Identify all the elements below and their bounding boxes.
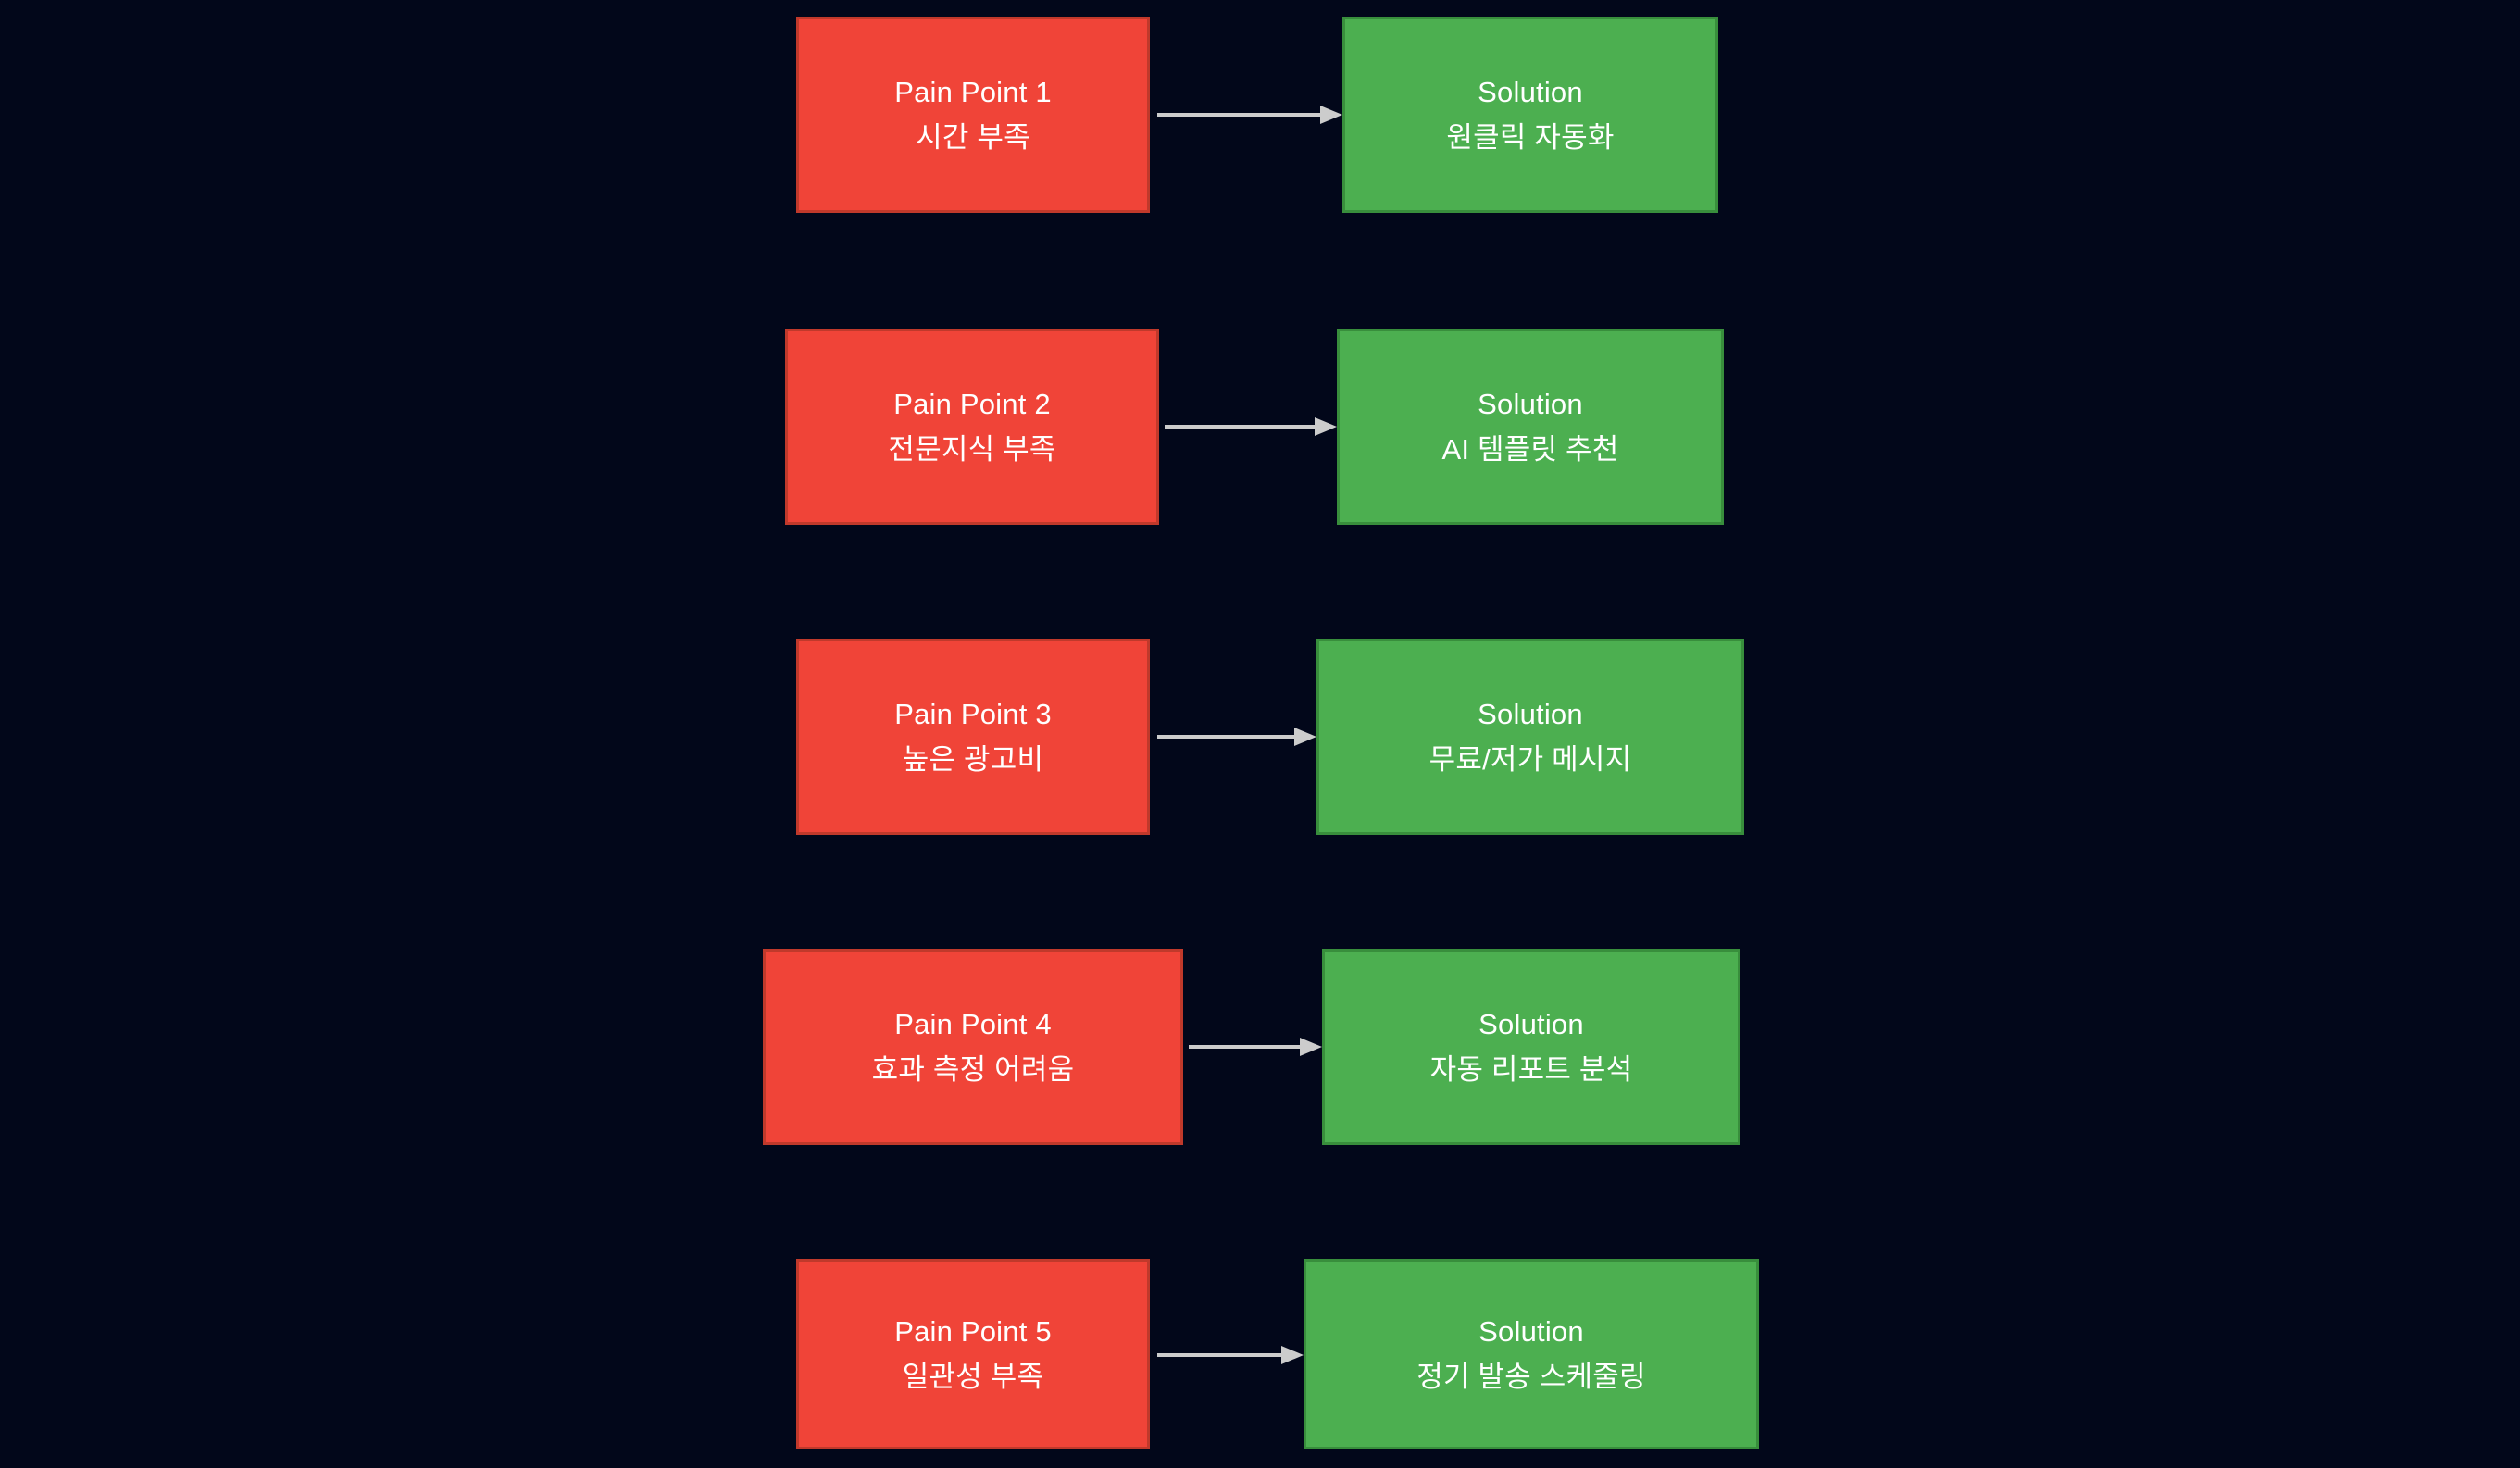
node-subtitle: 일관성 부족 <box>902 1360 1044 1393</box>
pain-point-node[interactable]: Pain Point 3 높은 광고비 <box>796 639 1150 835</box>
arrow-right-icon <box>1157 106 1342 124</box>
node-subtitle: 높은 광고비 <box>902 742 1044 776</box>
connector-arrow <box>1157 102 1342 128</box>
node-subtitle: 전문지식 부족 <box>888 432 1056 466</box>
solution-node[interactable]: Solution 자동 리포트 분석 <box>1322 949 1740 1145</box>
solution-node[interactable]: Solution AI 템플릿 추천 <box>1337 329 1724 525</box>
node-subtitle: 효과 측정 어려움 <box>871 1052 1075 1086</box>
arrow-right-icon <box>1165 417 1337 436</box>
node-subtitle: 무료/저가 메시지 <box>1428 742 1632 776</box>
solution-node[interactable]: Solution 정기 발송 스케줄링 <box>1304 1259 1759 1449</box>
node-title: Pain Point 3 <box>894 697 1052 730</box>
node-subtitle: AI 템플릿 추천 <box>1441 432 1619 466</box>
node-title: Pain Point 4 <box>894 1007 1052 1040</box>
arrow-right-icon <box>1157 728 1316 746</box>
node-title: Solution <box>1478 1314 1584 1348</box>
connector-arrow <box>1157 724 1316 750</box>
pain-point-node[interactable]: Pain Point 2 전문지식 부족 <box>785 329 1159 525</box>
connector-arrow <box>1165 414 1337 440</box>
node-title: Solution <box>1478 1007 1584 1040</box>
connector-arrow <box>1157 1342 1304 1368</box>
node-subtitle: 시간 부족 <box>916 120 1030 154</box>
node-subtitle: 원클릭 자동화 <box>1446 120 1615 154</box>
node-title: Solution <box>1478 387 1583 420</box>
arrow-right-icon <box>1189 1038 1322 1056</box>
node-title: Pain Point 1 <box>894 75 1052 108</box>
node-title: Pain Point 2 <box>893 387 1051 420</box>
pain-point-node[interactable]: Pain Point 1 시간 부족 <box>796 17 1150 213</box>
node-subtitle: 정기 발송 스케줄링 <box>1416 1360 1646 1393</box>
pain-point-node[interactable]: Pain Point 4 효과 측정 어려움 <box>763 949 1183 1145</box>
node-title: Solution <box>1478 75 1583 108</box>
solution-node[interactable]: Solution 무료/저가 메시지 <box>1316 639 1744 835</box>
node-subtitle: 자동 리포트 분석 <box>1429 1052 1633 1086</box>
node-title: Solution <box>1478 697 1583 730</box>
arrow-right-icon <box>1157 1346 1304 1364</box>
node-title: Pain Point 5 <box>894 1314 1052 1348</box>
pain-point-node[interactable]: Pain Point 5 일관성 부족 <box>796 1259 1150 1449</box>
connector-arrow <box>1189 1034 1322 1060</box>
solution-node[interactable]: Solution 원클릭 자동화 <box>1342 17 1718 213</box>
